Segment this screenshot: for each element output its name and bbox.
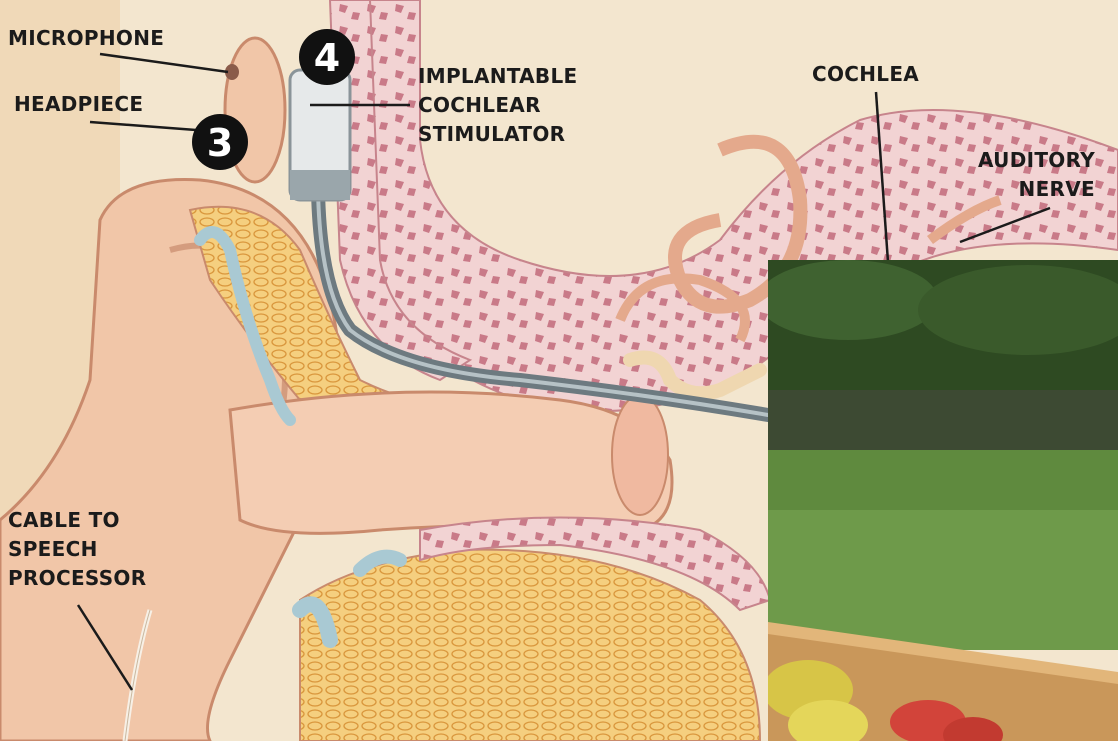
auditory-nerve-label: AUDITORY NERVE — [978, 146, 1095, 204]
photo-wall — [768, 390, 1118, 460]
headpiece-label: HEADPIECE — [14, 90, 143, 119]
implant-stimulator-band — [290, 170, 350, 200]
garden-photo — [768, 260, 1118, 741]
cable-label: CABLE TO SPEECH PROCESSOR — [8, 506, 146, 593]
microphone-label: MICROPHONE — [8, 24, 164, 53]
svg-text:4: 4 — [314, 36, 340, 80]
garden-photo-overlay — [768, 260, 1118, 741]
eardrum — [612, 395, 668, 515]
photo-grass-shade — [768, 450, 1118, 510]
svg-text:3: 3 — [207, 121, 233, 165]
marker-3: 3 — [192, 114, 248, 170]
marker-4: 4 — [299, 29, 355, 85]
stimulator-label: IMPLANTABLE COCHLEAR STIMULATOR — [418, 62, 577, 149]
cochlea-label: COCHLEA — [812, 60, 919, 89]
ear-canal — [230, 392, 672, 533]
